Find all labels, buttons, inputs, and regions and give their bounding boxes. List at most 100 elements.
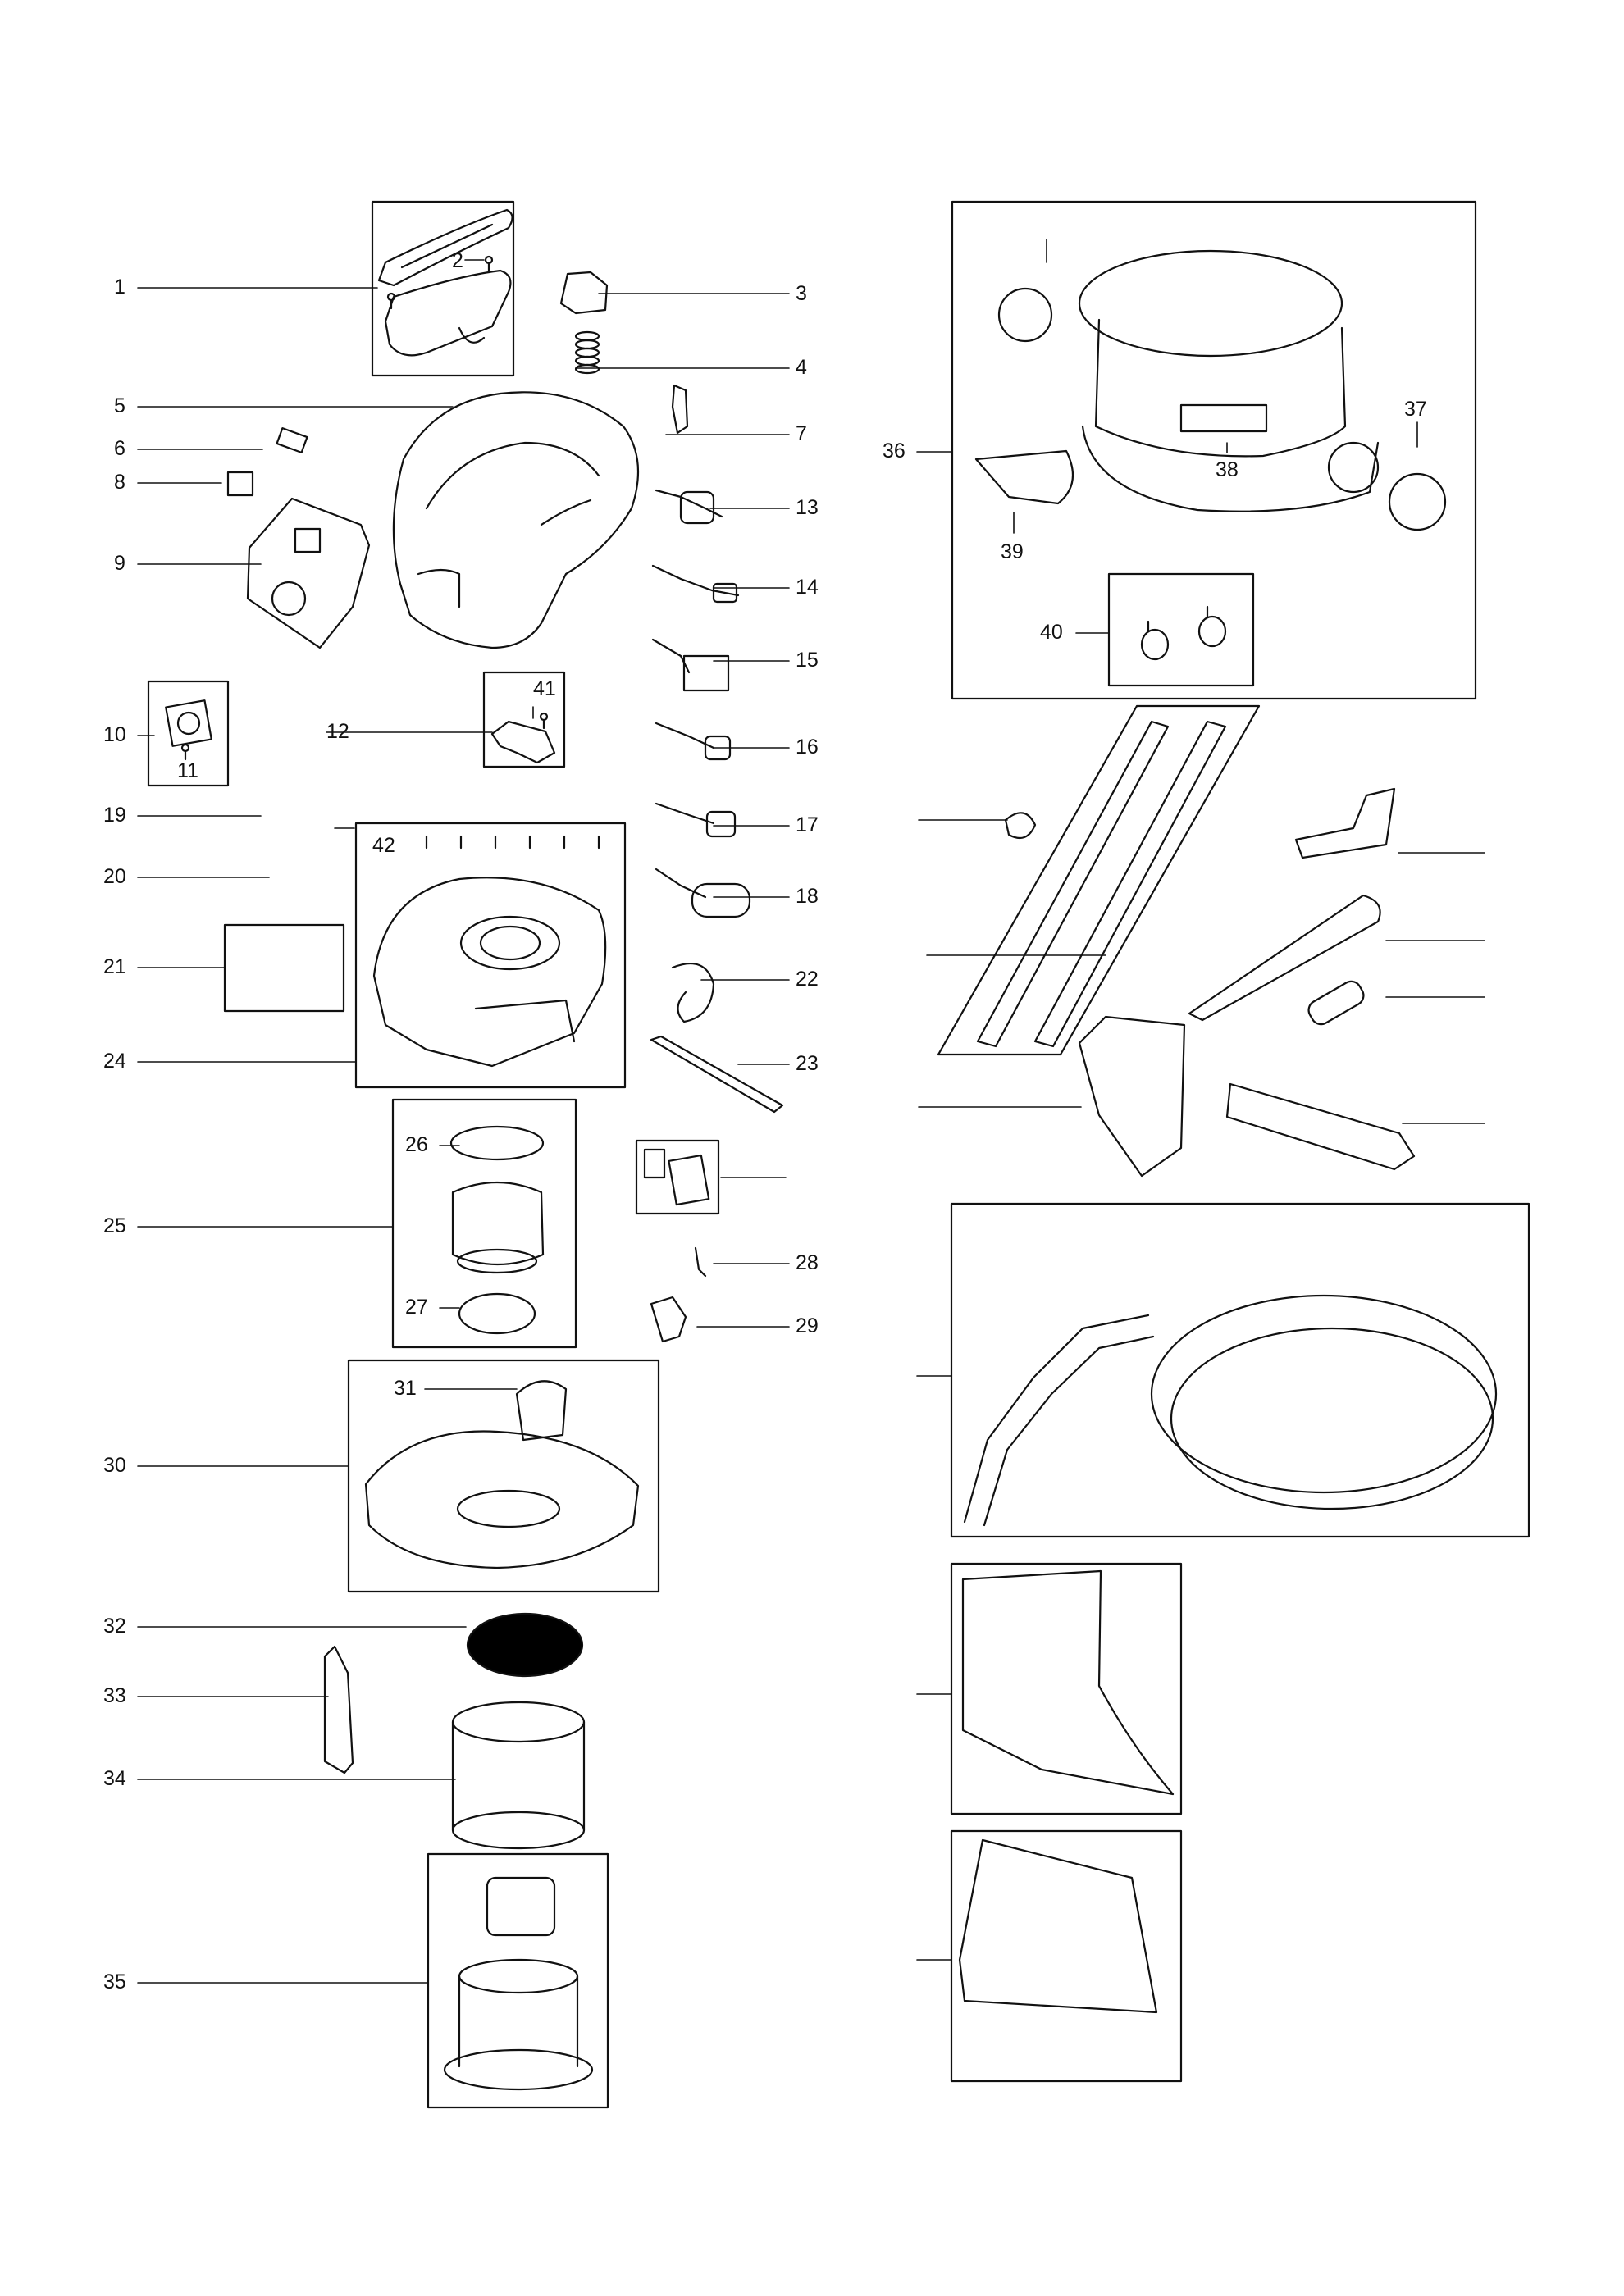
callout-10: 10 <box>103 723 126 746</box>
part-plug-15 <box>651 638 730 692</box>
callout-14: 14 <box>796 576 819 599</box>
part-hose-adapter <box>1307 980 1365 1026</box>
part-pouch <box>643 1148 710 1206</box>
part-screw-11 <box>180 743 190 761</box>
part-plug-13 <box>655 489 723 525</box>
callout-35: 35 <box>103 1970 126 1993</box>
part-screws-2 <box>386 255 494 310</box>
callout-27: 27 <box>405 1296 428 1319</box>
part-wheel-37 <box>1388 472 1447 531</box>
part-castors-40 <box>1140 605 1227 661</box>
callout-12: 12 <box>326 720 349 743</box>
part-cartridge-filter-34 <box>451 1701 586 1850</box>
part-motor-25 <box>449 1125 545 1335</box>
part-clip-3 <box>559 271 609 315</box>
frame-bag-fleece <box>950 1829 1183 2083</box>
callout-13: 13 <box>796 496 819 519</box>
part-label-38 <box>1179 403 1268 433</box>
part-tank-36 <box>974 249 1447 531</box>
frame-part-24 <box>354 822 627 1089</box>
part-panel-9 <box>246 497 371 649</box>
callout-37: 37 <box>1404 398 1427 421</box>
part-tubes <box>976 720 1227 1048</box>
callout-4: 4 <box>796 356 807 379</box>
part-crevice-tool <box>1188 894 1381 1022</box>
callout-34: 34 <box>103 1767 126 1790</box>
callout-22: 22 <box>796 968 819 991</box>
callout-26: 26 <box>405 1133 428 1156</box>
part-12 <box>490 720 556 764</box>
callout-18: 18 <box>796 885 819 908</box>
callout-20: 20 <box>103 865 126 888</box>
part-paper-bag <box>961 1569 1175 1796</box>
part-gasket-27 <box>458 1292 536 1335</box>
part-basket-35 <box>443 1876 594 2091</box>
part-6 <box>276 427 308 453</box>
part-hose <box>963 1294 1498 1527</box>
callout-11: 11 <box>177 759 198 782</box>
callout-39: 39 <box>1001 540 1024 563</box>
callout-40: 40 <box>1040 621 1063 644</box>
callout-23: 23 <box>796 1052 819 1075</box>
part-plug-18 <box>655 868 751 918</box>
callout-38: 38 <box>1216 458 1239 481</box>
part-clip-29 <box>650 1296 687 1343</box>
part-plug-14 <box>651 564 740 604</box>
callout-42: 42 <box>372 834 395 857</box>
part-motor-housing-24 <box>372 877 607 1068</box>
part-filter-disc-32 <box>466 1612 584 1678</box>
callout-2: 2 <box>452 249 463 272</box>
part-strap-23 <box>650 1035 784 1114</box>
callout-32: 32 <box>103 1615 126 1638</box>
part-filter-head-30 <box>364 1380 640 1569</box>
frame-extension-tubes <box>937 704 1261 1056</box>
callout-3: 3 <box>796 282 807 305</box>
part-plug-17 <box>655 802 737 838</box>
part-plug-16 <box>655 722 732 761</box>
callout-15: 15 <box>796 649 819 672</box>
part-hook-22 <box>671 963 715 1023</box>
part-wire-28 <box>694 1246 707 1278</box>
callout-30: 30 <box>103 1454 126 1477</box>
callout-28: 28 <box>796 1251 819 1274</box>
callout-29: 29 <box>796 1314 819 1337</box>
frame-part-10 <box>147 680 230 787</box>
callout-1: 1 <box>114 276 125 298</box>
callout-21: 21 <box>103 955 126 978</box>
part-ring-26 <box>449 1125 545 1161</box>
part-upholstery-nozzle <box>1294 787 1396 859</box>
leader-lines <box>137 239 1485 1984</box>
frame-part-pouch <box>635 1139 720 1215</box>
frame-hose <box>950 1202 1530 1538</box>
callout-33: 33 <box>103 1684 126 1707</box>
callout-36: 36 <box>883 440 906 462</box>
frame-part-1 <box>371 200 515 377</box>
part-ring-adapter <box>1004 812 1037 840</box>
frame-part-30 <box>347 1359 660 1593</box>
part-33 <box>323 1645 354 1774</box>
frame-part-12 <box>482 671 566 768</box>
frame-part-36 <box>951 200 1477 700</box>
callout-41: 41 <box>533 677 556 700</box>
callout-17: 17 <box>796 813 819 836</box>
callout-8: 8 <box>114 471 125 494</box>
callout-9: 9 <box>114 552 125 575</box>
part-upper-housing-5 <box>392 391 640 649</box>
callout-16: 16 <box>796 736 819 758</box>
callout-6: 6 <box>114 437 125 460</box>
part-8 <box>226 471 254 497</box>
part-tool-holder <box>1078 1015 1186 1178</box>
part-adapter-39 <box>974 449 1074 505</box>
part-cable-clip-7 <box>671 384 689 435</box>
part-handle <box>377 208 513 357</box>
part-floor-nozzle <box>1225 1082 1416 1171</box>
callout-7: 7 <box>796 422 807 445</box>
part-screws-42 <box>425 835 600 850</box>
callout-25: 25 <box>103 1214 126 1237</box>
part-10 <box>165 699 212 747</box>
frame-part-21 <box>223 923 345 1013</box>
part-screw-41 <box>539 712 549 730</box>
callout-5: 5 <box>114 394 125 417</box>
part-fleece-bag <box>958 1838 1158 2014</box>
